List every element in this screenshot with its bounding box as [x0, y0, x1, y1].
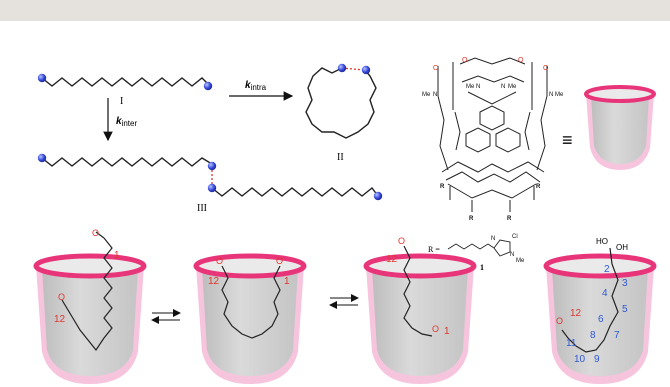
end-bead-icon [337, 63, 347, 73]
svg-text:HO: HO [596, 237, 608, 246]
end-bead-icon [37, 153, 47, 163]
svg-text:O: O [216, 256, 223, 266]
svg-text:1: 1 [444, 326, 450, 337]
svg-text:9: 9 [594, 354, 600, 365]
svg-text:12: 12 [570, 308, 582, 319]
svg-text:Cl: Cl [512, 234, 518, 240]
end-bead-icon [203, 81, 213, 91]
svg-text:O: O [462, 57, 468, 64]
host-atom-labels: Me N Me N N Me N Me R R R R [422, 84, 564, 222]
svg-text:N: N [433, 92, 437, 98]
label-III: III [197, 203, 207, 214]
host-carbonyls: O O O O [433, 57, 549, 72]
svg-text:O: O [398, 236, 405, 246]
svg-text:12: 12 [386, 254, 398, 265]
svg-text:2: 2 [604, 264, 610, 275]
cavitand-cartoon [584, 85, 656, 170]
cavitand-2: O O 12 1 [193, 253, 307, 384]
svg-text:7: 7 [614, 330, 620, 341]
svg-text:12: 12 [54, 314, 66, 325]
svg-text:N: N [549, 92, 553, 98]
svg-text:5: 5 [622, 304, 628, 315]
svg-text:O: O [518, 57, 524, 64]
svg-text:12: 12 [208, 276, 220, 287]
svg-text:Me: Me [516, 258, 525, 264]
end-bead-icon [361, 65, 371, 75]
compound-number: 1 [480, 263, 484, 272]
end-bead-icon [37, 73, 47, 83]
host-molecule [437, 57, 548, 212]
arrow-kintra: kintra [229, 80, 294, 101]
equilibrium-arrows-2 [329, 294, 359, 309]
end-bead-icon [207, 183, 217, 193]
svg-text:O: O [92, 228, 99, 238]
cavitand-1: O O 1 12 [33, 228, 147, 384]
equilibrium-arrows-1 [151, 309, 181, 324]
svg-text:O: O [433, 65, 439, 72]
label-II: II [337, 152, 344, 163]
svg-text:R: R [507, 216, 512, 222]
r-group-definition: R = N Cl N Me 1 [428, 234, 525, 272]
svg-text:4: 4 [602, 288, 608, 299]
svg-text:10: 10 [574, 354, 586, 365]
k-inter-label: kinter [116, 116, 137, 128]
svg-text:Me: Me [422, 92, 431, 98]
svg-text:O: O [276, 256, 283, 266]
svg-text:Me: Me [555, 92, 564, 98]
svg-text:O: O [432, 324, 439, 334]
svg-text:OH: OH [616, 243, 628, 252]
svg-text:R: R [536, 184, 541, 190]
header-bar [0, 0, 670, 21]
cavitand-3: O O 12 1 [363, 236, 477, 384]
svg-text:N: N [491, 236, 495, 242]
svg-text:R: R [469, 216, 474, 222]
svg-text:N: N [501, 84, 505, 90]
svg-text:N: N [476, 84, 480, 90]
svg-text:3: 3 [622, 278, 628, 289]
k-intra-label: kintra [245, 80, 267, 92]
svg-text:O: O [58, 292, 65, 302]
svg-text:Me: Me [466, 84, 475, 90]
end-bead-icon [207, 161, 217, 171]
dimer-III: III [37, 153, 383, 214]
svg-text:Me: Me [508, 84, 517, 90]
svg-text:11: 11 [566, 338, 577, 349]
svg-text:R: R [440, 184, 445, 190]
equivalence-sign: ≡ [562, 130, 573, 150]
end-bead-icon [373, 191, 383, 201]
svg-text:6: 6 [598, 314, 604, 325]
svg-text:O: O [556, 316, 563, 326]
macrocycle-II: II [305, 63, 377, 163]
chain-I: I [37, 73, 213, 107]
svg-text:1: 1 [114, 250, 120, 261]
arrow-kinter: kinter [103, 98, 137, 142]
label-I: I [120, 96, 123, 107]
svg-text:O: O [543, 65, 549, 72]
svg-text:1: 1 [284, 276, 290, 287]
svg-text:8: 8 [590, 330, 596, 341]
svg-text:N: N [510, 252, 514, 258]
cavitand-4: HO OH O 12 2 3 4 5 6 7 8 9 10 11 [543, 237, 657, 384]
r-equals-label: R = [428, 245, 440, 254]
